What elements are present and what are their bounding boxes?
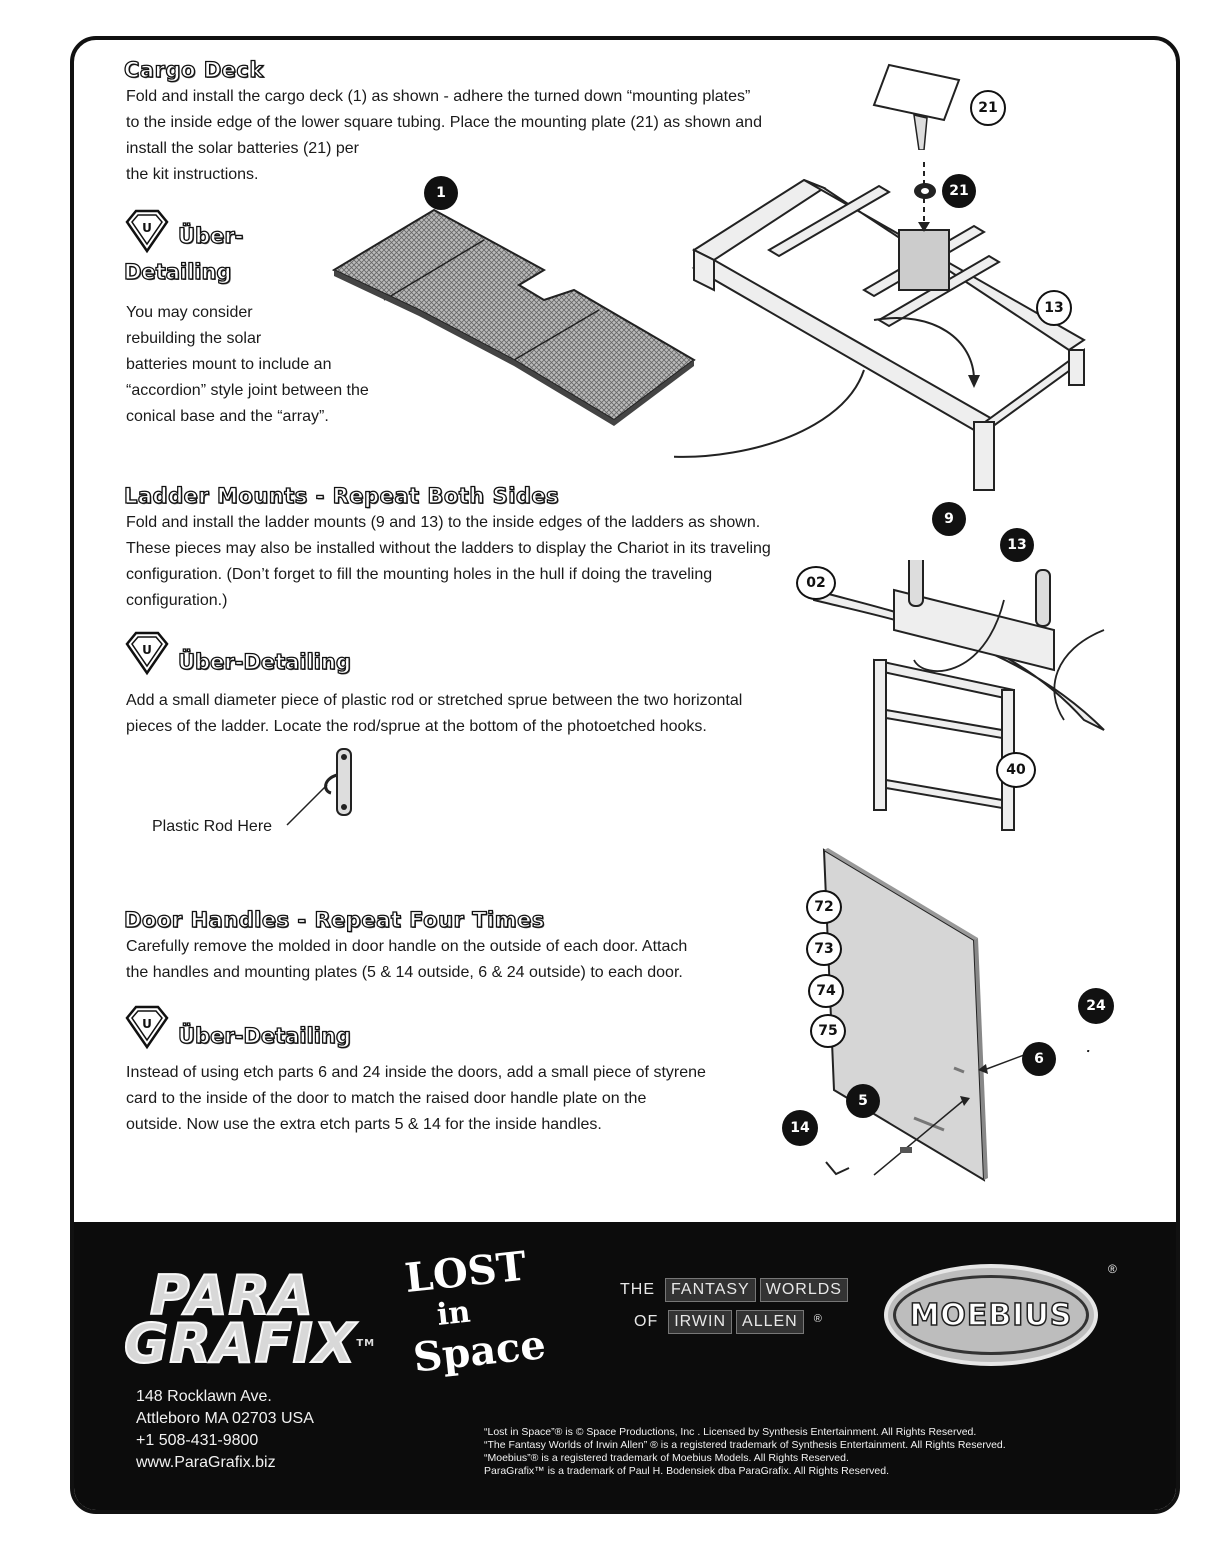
ladder-mounts-instructions: Fold and install the ladder mounts (9 an… [126,510,866,614]
solar-battery-illustration [872,63,961,150]
text-line: configuration.) [126,592,228,609]
uber-detailing-label: Über- [177,223,244,248]
lost-in-space-logo: LOST in Space [403,1243,548,1382]
diamond-icon: U [125,209,169,254]
legal-line: “Lost in Space”® is © Space Productions,… [484,1426,977,1438]
legal-line: “The Fantasy Worlds of Irwin Allen” ® is… [484,1439,1006,1451]
uber-detailing-label: Über-Detailing [177,1023,351,1048]
text-line: These pieces may also be installed witho… [126,540,771,557]
cargo-uber-text: You may consider rebuilding the solar ba… [126,300,426,430]
text-line: conical base and the “array”. [126,408,329,425]
leader-line [286,784,328,826]
text-line: Fold and install the cargo deck (1) as s… [126,88,751,105]
part-number-badge: 14 [782,1110,818,1146]
fantasy-worlds-logo: THE FANTASY WORLDS OF IRWIN ALLEN ® [614,1278,848,1342]
legal-notice: “Lost in Space”® is © Space Productions,… [484,1426,1006,1478]
logo-text: ALLEN [736,1310,804,1334]
part-number-badge: 24 [1078,988,1114,1024]
text-line: to the inside edge of the lower square t… [126,114,762,131]
logo-text: WORLDS [759,1278,848,1302]
cargo-deck-heading: Cargo Deck [123,57,264,82]
part-number-badge: 13 [1000,528,1034,562]
address-block: 148 Rocklawn Ave. Attleboro MA 02703 USA… [136,1386,314,1474]
footer-bar: PARA GRAFIXTM LOST in Space THE FANTASY … [74,1222,1176,1510]
uber-detailing-label: Detailing [123,259,232,284]
instruction-sheet: Cargo Deck Fold and install the cargo de… [70,36,1180,1514]
ladder-uber-text: Add a small diameter piece of plastic ro… [126,688,846,740]
ladder-hook-illustration [324,748,352,816]
text-line: Add a small diameter piece of plastic ro… [126,692,743,709]
text-line: Instead of using etch parts 6 and 24 ins… [126,1064,706,1081]
text-line: “accordion” style joint between the [126,382,369,399]
paragrafix-logo: PARA GRAFIXTM [123,1264,376,1372]
website-link[interactable]: www.ParaGrafix.biz [136,1454,276,1471]
text-line: configuration. (Don’t forget to fill the… [126,566,713,583]
part-number-badge: 9 [932,502,966,536]
logo-text: THE [620,1281,655,1298]
part-number-badge: 21 [970,90,1006,126]
svg-text:U: U [142,643,152,657]
text-line: card to the inside of the door to match … [126,1090,647,1107]
registered-mark: ® [1108,1262,1117,1276]
address-line: 148 Rocklawn Ave. [136,1388,272,1405]
logo-text: GRAFIX [123,1312,357,1375]
part-number-badge: 75 [810,1014,846,1048]
logo-text: OF [634,1313,659,1330]
text-line: pieces of the ladder. Locate the rod/spr… [126,718,707,735]
logo-text: PARA [149,1264,314,1327]
phone-number: +1 508-431-9800 [136,1432,259,1449]
svg-text:U: U [142,221,152,235]
part-number-badge: 02 [796,566,836,600]
diamond-icon: U [125,1005,169,1050]
part-number-badge: 1 [424,176,458,210]
text-line: rebuilding the solar [126,330,262,347]
cargo-frame-illustration [674,160,1086,491]
ladder-mounts-heading: Ladder Mounts - Repeat Both Sides [123,483,560,508]
text-line: the handles and mounting plates (5 & 14 … [126,964,683,981]
text-line: batteries mount to include an [126,356,332,373]
part-number-badge: 74 [808,974,844,1008]
door-handles-instructions: Carefully remove the molded in door hand… [126,934,786,986]
logo-text: IRWIN [668,1310,733,1334]
mounting-plate-icon [914,183,936,199]
logo-text: FANTASY [665,1278,756,1302]
logo-text: Space [411,1320,548,1382]
part-number-badge: 13 [1036,290,1072,326]
text-line: Fold and install the ladder mounts (9 an… [126,514,761,531]
text-line: the kit instructions. [126,166,259,183]
moebius-logo: MOEBIUS [884,1264,1098,1366]
part-number-badge: 72 [806,890,842,924]
part-number-badge: 21 [942,174,976,208]
plastic-rod-caption: Plastic Rod Here [152,818,273,835]
cargo-deck-illustration [331,208,696,426]
text-line: You may consider [126,304,253,321]
text-line: outside. Now use the extra etch parts 5 … [126,1116,602,1133]
registered-mark: ® [813,1313,823,1325]
address-line: Attleboro MA 02703 USA [136,1410,314,1427]
uber-detailing-label: Über-Detailing [177,649,351,674]
part-number-badge: 5 [846,1084,880,1118]
part-number-badge: 73 [806,932,842,966]
diamond-icon: U [125,631,169,676]
trademark-mark: TM [356,1338,376,1349]
part-number-badge: 40 [996,752,1036,788]
cargo-deck-instructions: Fold and install the cargo deck (1) as s… [126,84,886,188]
logo-text: MOEBIUS [893,1275,1089,1355]
legal-line: “Moebius”® is a registered trademark of … [484,1452,849,1464]
door-uber-text: Instead of using etch parts 6 and 24 ins… [126,1060,786,1138]
ladder-illustration [813,560,1105,831]
svg-text:U: U [142,1017,152,1031]
door-handles-heading: Door Handles - Repeat Four Times [123,907,545,932]
legal-line: ParaGrafix™ is a trademark of Paul H. Bo… [484,1465,890,1477]
text-line: install the solar batteries (21) per [126,140,359,157]
door-handle-leader-lines [825,1050,1090,1176]
part-number-badge: 6 [1022,1042,1056,1076]
text-line: Carefully remove the molded in door hand… [126,938,688,955]
